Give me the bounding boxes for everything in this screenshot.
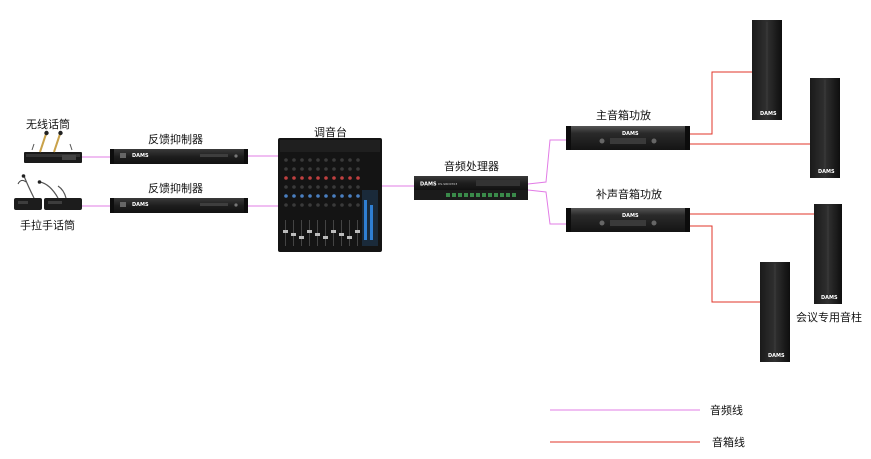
feedback-suppressor-1: DAMS (110, 149, 248, 164)
speaker-bottom-brand: DAMS (768, 353, 785, 359)
processor-brand: DAMS (420, 182, 437, 188)
label-handheld-mic: 手拉手话筒 (20, 219, 75, 232)
suppressor2-brand: DAMS (132, 202, 149, 208)
column-speaker-top: DAMS (752, 20, 782, 120)
main-amp-brand: DAMS (622, 131, 639, 137)
audio-processor: DAMS DS-SRD0703 (414, 176, 528, 200)
mixer-fader-row (283, 220, 360, 246)
column-speaker-right-upper: DAMS (810, 78, 840, 178)
label-feedback-suppressor-1: 反馈抑制器 (148, 133, 203, 146)
speaker-line-fill-amp-to-lower-speaker (688, 225, 760, 303)
speaker-top-brand: DAMS (760, 111, 777, 117)
legend-audio-label: 音频线 (710, 404, 743, 417)
speaker-right-upper-brand: DAMS (818, 169, 835, 175)
mixer (278, 138, 382, 252)
column-speaker-bottom: DAMS (760, 262, 790, 362)
label-mixer: 调音台 (314, 126, 347, 139)
speaker-lines (550, 71, 814, 443)
label-wireless-mic: 无线话筒 (26, 118, 70, 131)
processor-rear-ports (446, 193, 516, 197)
speaker-line-main-amp-to-top-speaker (690, 71, 752, 135)
label-main-amp: 主音箱功放 (596, 109, 651, 122)
legend-speaker-label: 音箱线 (712, 436, 745, 449)
feedback-suppressor-2: DAMS (110, 198, 248, 213)
fill-amp-brand: DAMS (622, 213, 639, 219)
audio-line-processor-to-fill-amp (527, 189, 568, 225)
processor-model: DS-SRD0703 (438, 182, 457, 186)
speaker-right-lower-brand: DAMS (821, 295, 838, 301)
label-feedback-suppressor-2: 反馈抑制器 (148, 182, 203, 195)
audio-line-processor-to-main-amp (527, 139, 568, 185)
label-column-speaker: 会议专用音柱 (796, 311, 862, 324)
fill-amplifier: DAMS (566, 208, 690, 232)
label-fill-amp: 补声音箱功放 (596, 188, 662, 201)
audio-lines (82, 139, 700, 411)
main-amplifier: DAMS (566, 126, 690, 150)
column-speaker-right-lower: DAMS (814, 204, 842, 304)
label-audio-processor: 音频处理器 (444, 160, 499, 173)
wireless-mic-receiver (24, 130, 82, 163)
suppressor1-brand: DAMS (132, 153, 149, 159)
mixer-knob-grid (284, 158, 360, 207)
conference-mic-set (14, 174, 82, 210)
